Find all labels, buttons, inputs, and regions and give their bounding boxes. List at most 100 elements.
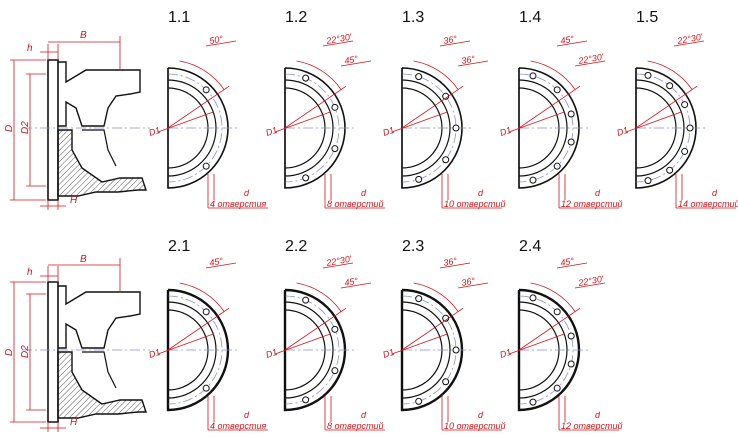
dim-label-D1: D1 <box>499 347 513 360</box>
bolt-hole <box>452 124 460 132</box>
angle-arc <box>413 282 459 312</box>
bolt-hole <box>567 138 575 146</box>
angle-label: 45° <box>344 54 360 66</box>
dim-label-d: d <box>478 188 484 198</box>
dim-label-d: d <box>712 188 718 198</box>
angle-label: 45° <box>344 276 360 288</box>
flange-inner-ring <box>635 79 685 177</box>
bolt-hole <box>553 384 561 392</box>
hole-count-label: 12 отверстий <box>561 421 623 431</box>
bolt-hole <box>452 346 460 354</box>
hole-count-label: 10 отверстий <box>444 421 506 431</box>
bolt-circle <box>401 295 457 405</box>
flange-outer-edge <box>166 288 230 412</box>
hole-count-label: 14 отверстий <box>678 199 738 209</box>
bolt-circle <box>518 73 574 183</box>
bolt-hole <box>415 73 423 81</box>
flange-outer-edge <box>517 288 581 412</box>
side-view-row-2: h B D D2 H <box>4 254 150 432</box>
dim-label-H: H <box>70 417 78 428</box>
dim-label-D1: D1 <box>265 347 279 360</box>
flange-number: 1.1 <box>168 9 190 26</box>
bolt-hole <box>553 308 561 316</box>
dim-label-D1: D1 <box>382 347 396 360</box>
angle-ray <box>635 85 698 129</box>
angle-arc <box>413 60 459 90</box>
angle-label: 22°30' <box>577 52 605 66</box>
angle-label-underline <box>556 40 588 47</box>
angle-label: 36° <box>461 276 477 288</box>
bolt-circle <box>167 73 223 183</box>
dim-label-B: B <box>80 254 87 265</box>
bolt-hole <box>202 86 210 94</box>
bolt-hole <box>529 398 537 406</box>
flange-inner-ring <box>518 79 568 177</box>
dim-label-d: d <box>361 410 367 420</box>
dim-label-H: H <box>70 195 78 206</box>
bolt-hole <box>666 82 674 90</box>
dim-label-d: d <box>244 410 250 420</box>
dim-label-D1: D1 <box>382 125 396 138</box>
flange-outer-edge <box>283 288 347 412</box>
flange-inner-ring <box>167 79 217 177</box>
angle-label: 22°30' <box>676 32 704 46</box>
dim-label-d: d <box>595 410 601 420</box>
dim-label-d: d <box>361 188 367 198</box>
angle-ray <box>401 85 464 129</box>
bolt-hole <box>331 145 339 153</box>
flange-outer-edge <box>167 67 229 189</box>
d1-leader <box>508 111 566 133</box>
flange-inner-ring <box>284 79 334 177</box>
flange-inner-ring <box>401 79 451 177</box>
d1-leader <box>274 111 332 133</box>
flange-outer-edge <box>635 67 697 189</box>
bolt-hole <box>553 86 561 94</box>
angle-label-underline <box>205 262 237 269</box>
angle-label-underline <box>556 262 588 269</box>
bolt-hole <box>415 175 423 183</box>
angle-ray <box>167 307 230 351</box>
d1-leader <box>508 333 566 355</box>
angle-label-underline <box>439 40 471 47</box>
angle-ray <box>284 307 347 351</box>
angle-label: 22°30' <box>325 32 353 46</box>
bolt-hole <box>302 296 310 304</box>
angle-label: 45° <box>209 256 225 268</box>
flange-number: 1.5 <box>636 9 658 26</box>
bolt-hole <box>666 166 674 174</box>
angle-label-underline <box>322 40 354 47</box>
flange-number: 1.4 <box>519 9 541 26</box>
angle-ray <box>284 85 347 129</box>
angle-label-underline <box>205 40 237 47</box>
bolt-hole <box>567 332 575 340</box>
bolt-hole <box>415 397 423 405</box>
dim-label-D1: D1 <box>148 347 162 360</box>
hole-count-label: 8 отверстий <box>327 421 384 431</box>
flange-inner-ring <box>167 301 217 399</box>
flange-number: 1.3 <box>402 9 424 26</box>
flange-number: 2.2 <box>285 238 307 255</box>
angle-arc <box>179 282 225 312</box>
angle-label-underline <box>457 282 489 289</box>
angle-arc <box>647 60 693 90</box>
bolt-hole <box>529 294 537 302</box>
angle-label: 36° <box>461 54 477 66</box>
hole-count-label: 4 отверстия <box>210 199 267 209</box>
bolt-hole <box>644 177 652 185</box>
angle-ray <box>518 85 581 129</box>
dim-label-d: d <box>595 188 601 198</box>
bolt-hole <box>681 147 689 155</box>
bolt-hole <box>442 156 450 164</box>
angle-label-underline <box>574 282 606 289</box>
angle-label-underline <box>439 262 471 269</box>
angle-label: 45° <box>560 34 576 46</box>
angle-label-underline <box>322 262 354 269</box>
flange-outer-edge <box>401 67 463 189</box>
angle-label: 22°30' <box>577 274 605 288</box>
angle-label: 36° <box>443 256 459 268</box>
d1-leader <box>391 111 449 133</box>
